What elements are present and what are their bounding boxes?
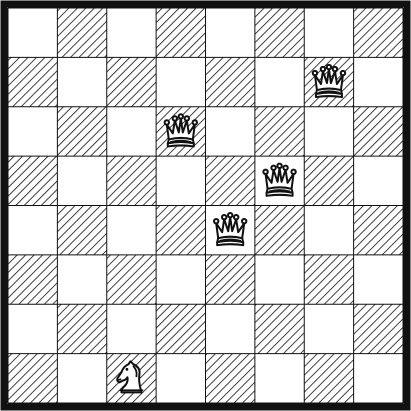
board-squares [8, 8, 403, 403]
square-g2[interactable] [304, 304, 353, 353]
square-g4[interactable] [304, 206, 353, 255]
square-h6[interactable] [354, 107, 403, 156]
square-d2[interactable] [156, 304, 205, 353]
square-e1[interactable] [206, 354, 255, 403]
square-f2[interactable] [255, 304, 304, 353]
square-d7[interactable] [156, 57, 205, 106]
square-d4[interactable] [156, 206, 205, 255]
square-a8[interactable] [8, 8, 57, 57]
square-e2[interactable] [206, 304, 255, 353]
square-e7[interactable] [206, 57, 255, 106]
square-d3[interactable] [156, 255, 205, 304]
square-h8[interactable] [354, 8, 403, 57]
square-h4[interactable] [354, 206, 403, 255]
square-a6[interactable] [8, 107, 57, 156]
square-c6[interactable] [107, 107, 156, 156]
square-a3[interactable] [8, 255, 57, 304]
square-a2[interactable] [8, 304, 57, 353]
square-f4[interactable] [255, 206, 304, 255]
square-b5[interactable] [57, 156, 106, 205]
square-h5[interactable] [354, 156, 403, 205]
square-b4[interactable] [57, 206, 106, 255]
square-a1[interactable] [8, 354, 57, 403]
square-e5[interactable] [206, 156, 255, 205]
square-f6[interactable] [255, 107, 304, 156]
square-f7[interactable] [255, 57, 304, 106]
square-c8[interactable] [107, 8, 156, 57]
square-b6[interactable] [57, 107, 106, 156]
square-b8[interactable] [57, 8, 106, 57]
square-a7[interactable] [8, 57, 57, 106]
square-g8[interactable] [304, 8, 353, 57]
square-b7[interactable] [57, 57, 106, 106]
square-e3[interactable] [206, 255, 255, 304]
square-a4[interactable] [8, 206, 57, 255]
square-b2[interactable] [57, 304, 106, 353]
square-c2[interactable] [107, 304, 156, 353]
square-d5[interactable] [156, 156, 205, 205]
square-c3[interactable] [107, 255, 156, 304]
square-b3[interactable] [57, 255, 106, 304]
square-g3[interactable] [304, 255, 353, 304]
square-g5[interactable] [304, 156, 353, 205]
square-f8[interactable] [255, 8, 304, 57]
square-g1[interactable] [304, 354, 353, 403]
square-d8[interactable] [156, 8, 205, 57]
square-h1[interactable] [354, 354, 403, 403]
square-h7[interactable] [354, 57, 403, 106]
square-a5[interactable] [8, 156, 57, 205]
square-h2[interactable] [354, 304, 403, 353]
square-g6[interactable] [304, 107, 353, 156]
square-b1[interactable] [57, 354, 106, 403]
square-e8[interactable] [206, 8, 255, 57]
square-c7[interactable] [107, 57, 156, 106]
square-c4[interactable] [107, 206, 156, 255]
square-h3[interactable] [354, 255, 403, 304]
square-e6[interactable] [206, 107, 255, 156]
square-d1[interactable] [156, 354, 205, 403]
square-f3[interactable] [255, 255, 304, 304]
square-c5[interactable] [107, 156, 156, 205]
square-f1[interactable] [255, 354, 304, 403]
